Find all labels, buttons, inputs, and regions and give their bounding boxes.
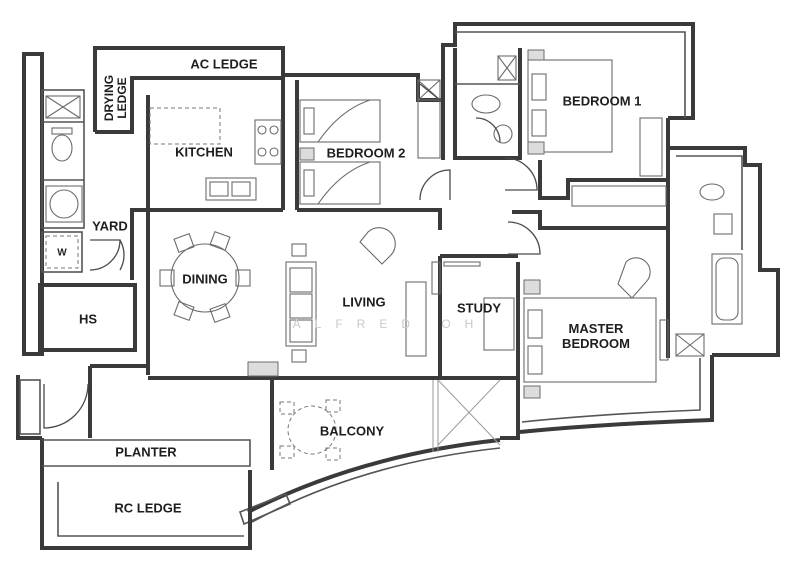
interior-walls xyxy=(38,48,670,470)
main-door xyxy=(43,383,89,429)
master-door xyxy=(507,221,541,255)
bedroom1-wardrobe xyxy=(639,117,663,177)
dining-chair xyxy=(173,300,195,322)
washer-label: W xyxy=(57,247,67,259)
room-label-planter: PLANTER xyxy=(115,444,177,460)
master-top-wall xyxy=(512,210,668,230)
living-sofa xyxy=(285,261,317,347)
master-toilet xyxy=(699,183,725,201)
common-bath-walls xyxy=(453,48,522,160)
master-bath-inner xyxy=(676,155,743,250)
ac-ledge-wall xyxy=(93,46,285,132)
master-bottom-wall xyxy=(519,355,714,434)
room-label-drying-ledge: DRYING LEDGE xyxy=(102,74,129,122)
room-label-balcony: BALCONY xyxy=(319,423,385,439)
bedroom2-bed-1 xyxy=(299,99,381,143)
watermark: ALFRED OH xyxy=(292,317,488,331)
common-bath-shaft xyxy=(497,55,517,81)
dining-chair xyxy=(173,232,195,254)
room-label-bedroom-1: BEDROOM 1 xyxy=(562,93,642,109)
common-bath-door xyxy=(475,117,501,143)
drying-ledge-wall xyxy=(95,76,283,134)
living-tv-console xyxy=(405,281,427,357)
balcony-curve-outer xyxy=(251,447,501,523)
yard-toilet xyxy=(51,134,73,162)
room-label-ac-ledge: AC LEDGE xyxy=(190,56,258,72)
master-bed xyxy=(523,297,657,383)
bedroom2-top-wall xyxy=(283,73,443,102)
room-label-dining: DINING xyxy=(182,271,228,287)
doors xyxy=(43,83,541,429)
entrance-wall xyxy=(16,375,42,440)
balcony-table xyxy=(287,405,337,455)
room-label-kitchen: KITCHEN xyxy=(175,144,233,160)
yard-door xyxy=(89,239,121,271)
bedroom1-door xyxy=(504,157,538,191)
room-label-rc-ledge: RC LEDGE xyxy=(114,500,182,516)
bedroom2-bottom-wall xyxy=(297,208,442,230)
master-bottom-inner xyxy=(521,358,701,423)
dining-chair xyxy=(159,269,175,287)
bedroom2-bed-2 xyxy=(299,161,381,205)
bedroom2-wardrobe xyxy=(417,99,441,159)
kitchen-sink xyxy=(205,177,257,201)
bedside-table xyxy=(299,147,315,161)
yard-bath-block xyxy=(41,89,85,229)
room-label-living: LIVING xyxy=(342,294,386,310)
yard-niche xyxy=(41,231,83,273)
washer-machine xyxy=(45,235,79,269)
dining-table xyxy=(170,243,240,313)
entrance-post xyxy=(19,379,41,435)
living-tv xyxy=(431,261,441,295)
master-wardrobe xyxy=(571,185,667,207)
planter-box xyxy=(42,439,251,467)
living-cabinet xyxy=(247,361,279,377)
fixtures xyxy=(45,49,743,461)
household-shelter xyxy=(38,283,137,352)
bedroom1-outer-wall xyxy=(441,22,695,120)
bedroom1-bed xyxy=(527,59,613,153)
yard-shower xyxy=(45,95,81,119)
room-label-study: STUDY xyxy=(456,300,502,316)
master-left-wall xyxy=(500,262,520,440)
balcony-curve xyxy=(247,438,501,514)
exterior-walls xyxy=(16,22,780,550)
room-label-master-bedroom: MASTER BEDROOM xyxy=(562,321,630,351)
room-label-bedroom-2: BEDROOM 2 xyxy=(326,145,406,161)
living-armchair xyxy=(359,227,396,265)
room-label-yard: YARD xyxy=(92,218,128,234)
kitchen-counter-outline xyxy=(149,107,221,145)
bedroom1-inner-edge xyxy=(455,31,686,118)
kitchen-stove xyxy=(254,119,282,165)
master-tv-console xyxy=(659,319,669,361)
dining-chair xyxy=(235,269,251,287)
balcony-end-cap xyxy=(239,492,292,526)
master-armchair xyxy=(617,257,651,299)
dining-left-wall xyxy=(130,208,150,375)
common-bath-basin xyxy=(493,124,513,144)
bedroom2-closet-door xyxy=(419,83,441,101)
master-bath-shaft xyxy=(675,333,705,357)
rc-ledge-inner xyxy=(57,482,244,537)
dining-chair xyxy=(209,302,231,324)
common-bath-toilet xyxy=(471,94,501,114)
master-basin xyxy=(713,213,733,235)
master-bathtub xyxy=(711,253,743,325)
bedroom2-door xyxy=(419,169,451,201)
study-desk xyxy=(483,297,515,351)
dining-chair xyxy=(209,230,231,252)
room-label-hs: HS xyxy=(78,311,98,327)
master-bath-wall xyxy=(666,118,780,357)
water-heater xyxy=(49,189,79,219)
rc-ledge-wall xyxy=(40,438,252,550)
balcony-screen-2 xyxy=(437,379,501,446)
